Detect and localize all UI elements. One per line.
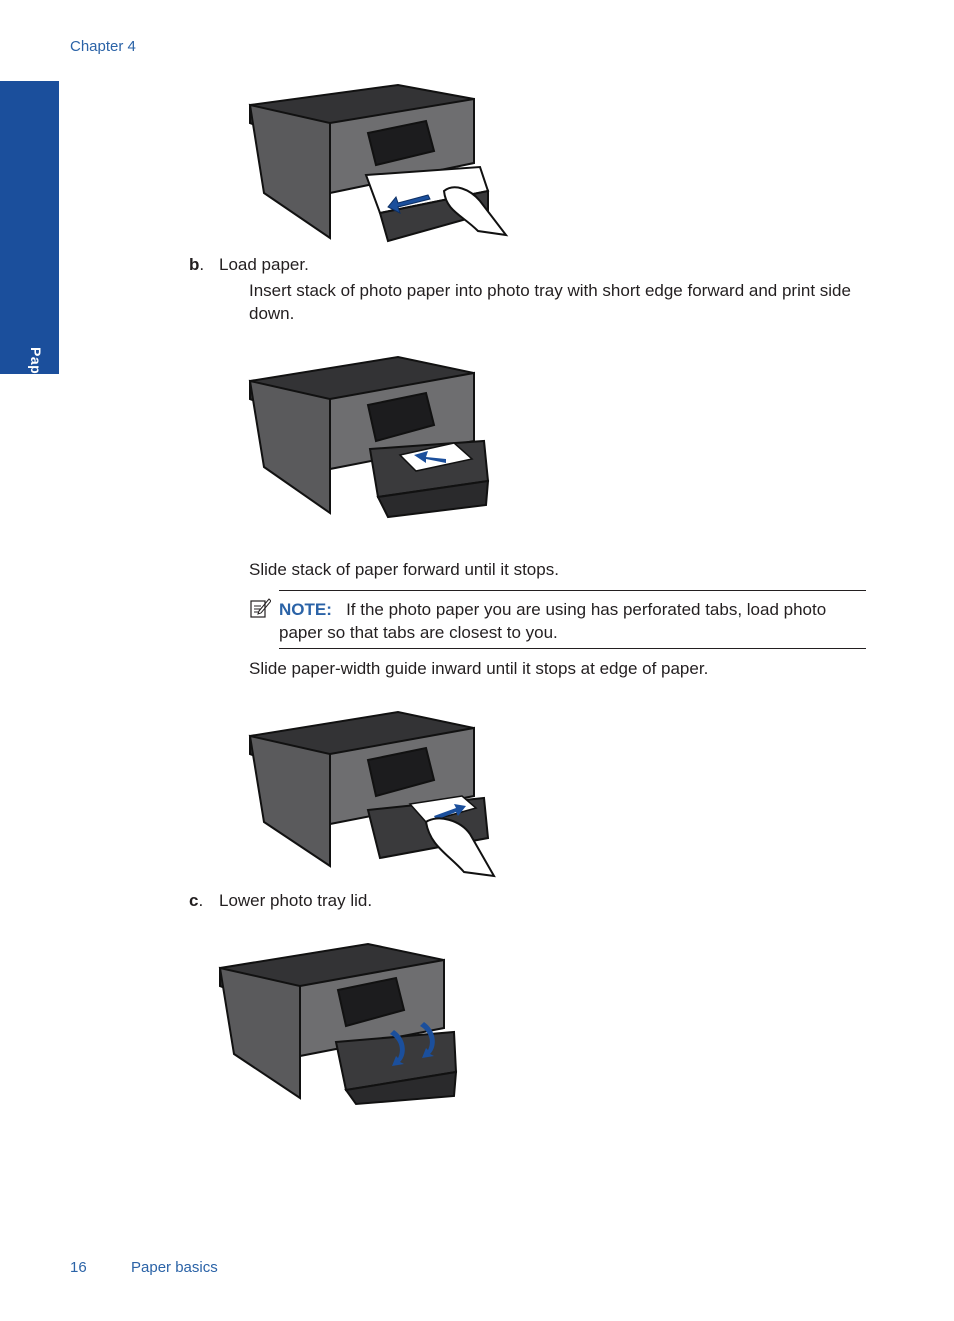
note-text: If the photo paper you are using has per… xyxy=(279,600,827,642)
arrow-icon xyxy=(390,1030,405,1066)
note-top-rule xyxy=(279,590,866,591)
note-label: NOTE: xyxy=(279,600,332,619)
chapter-label: Chapter 4 xyxy=(70,38,136,55)
printer-illustration-open-tray xyxy=(248,83,509,243)
note-icon xyxy=(250,598,271,618)
step-c-title: Lower photo tray lid. xyxy=(219,891,373,910)
step-b-instruction-3: Slide paper-width guide inward until it … xyxy=(249,659,709,678)
arrow-icon xyxy=(434,804,466,820)
printer-illustration-slide-guide xyxy=(248,710,496,878)
footer-section: Paper basics xyxy=(131,1259,218,1276)
step-b-instruction-1: Insert stack of photo paper into photo t… xyxy=(249,281,851,323)
side-tab-label: Paper basics xyxy=(28,347,44,440)
arrow-icon xyxy=(387,194,431,214)
step-b-title: Load paper. xyxy=(219,255,309,274)
note-bottom-rule xyxy=(279,648,866,649)
side-tab: Paper basics xyxy=(0,81,59,439)
note-block: NOTE: If the photo paper you are using h… xyxy=(279,598,869,644)
printer-illustration-load-paper xyxy=(248,355,490,519)
printer-illustration-lower-lid xyxy=(218,942,458,1106)
step-b-letter: b. xyxy=(189,255,205,274)
page-number: 16 xyxy=(70,1259,87,1276)
step-c-letter: c. xyxy=(189,891,204,910)
arrow-icon xyxy=(414,451,446,463)
step-b-instruction-2: Slide stack of paper forward until it st… xyxy=(249,560,559,579)
arrow-icon xyxy=(420,1022,435,1058)
